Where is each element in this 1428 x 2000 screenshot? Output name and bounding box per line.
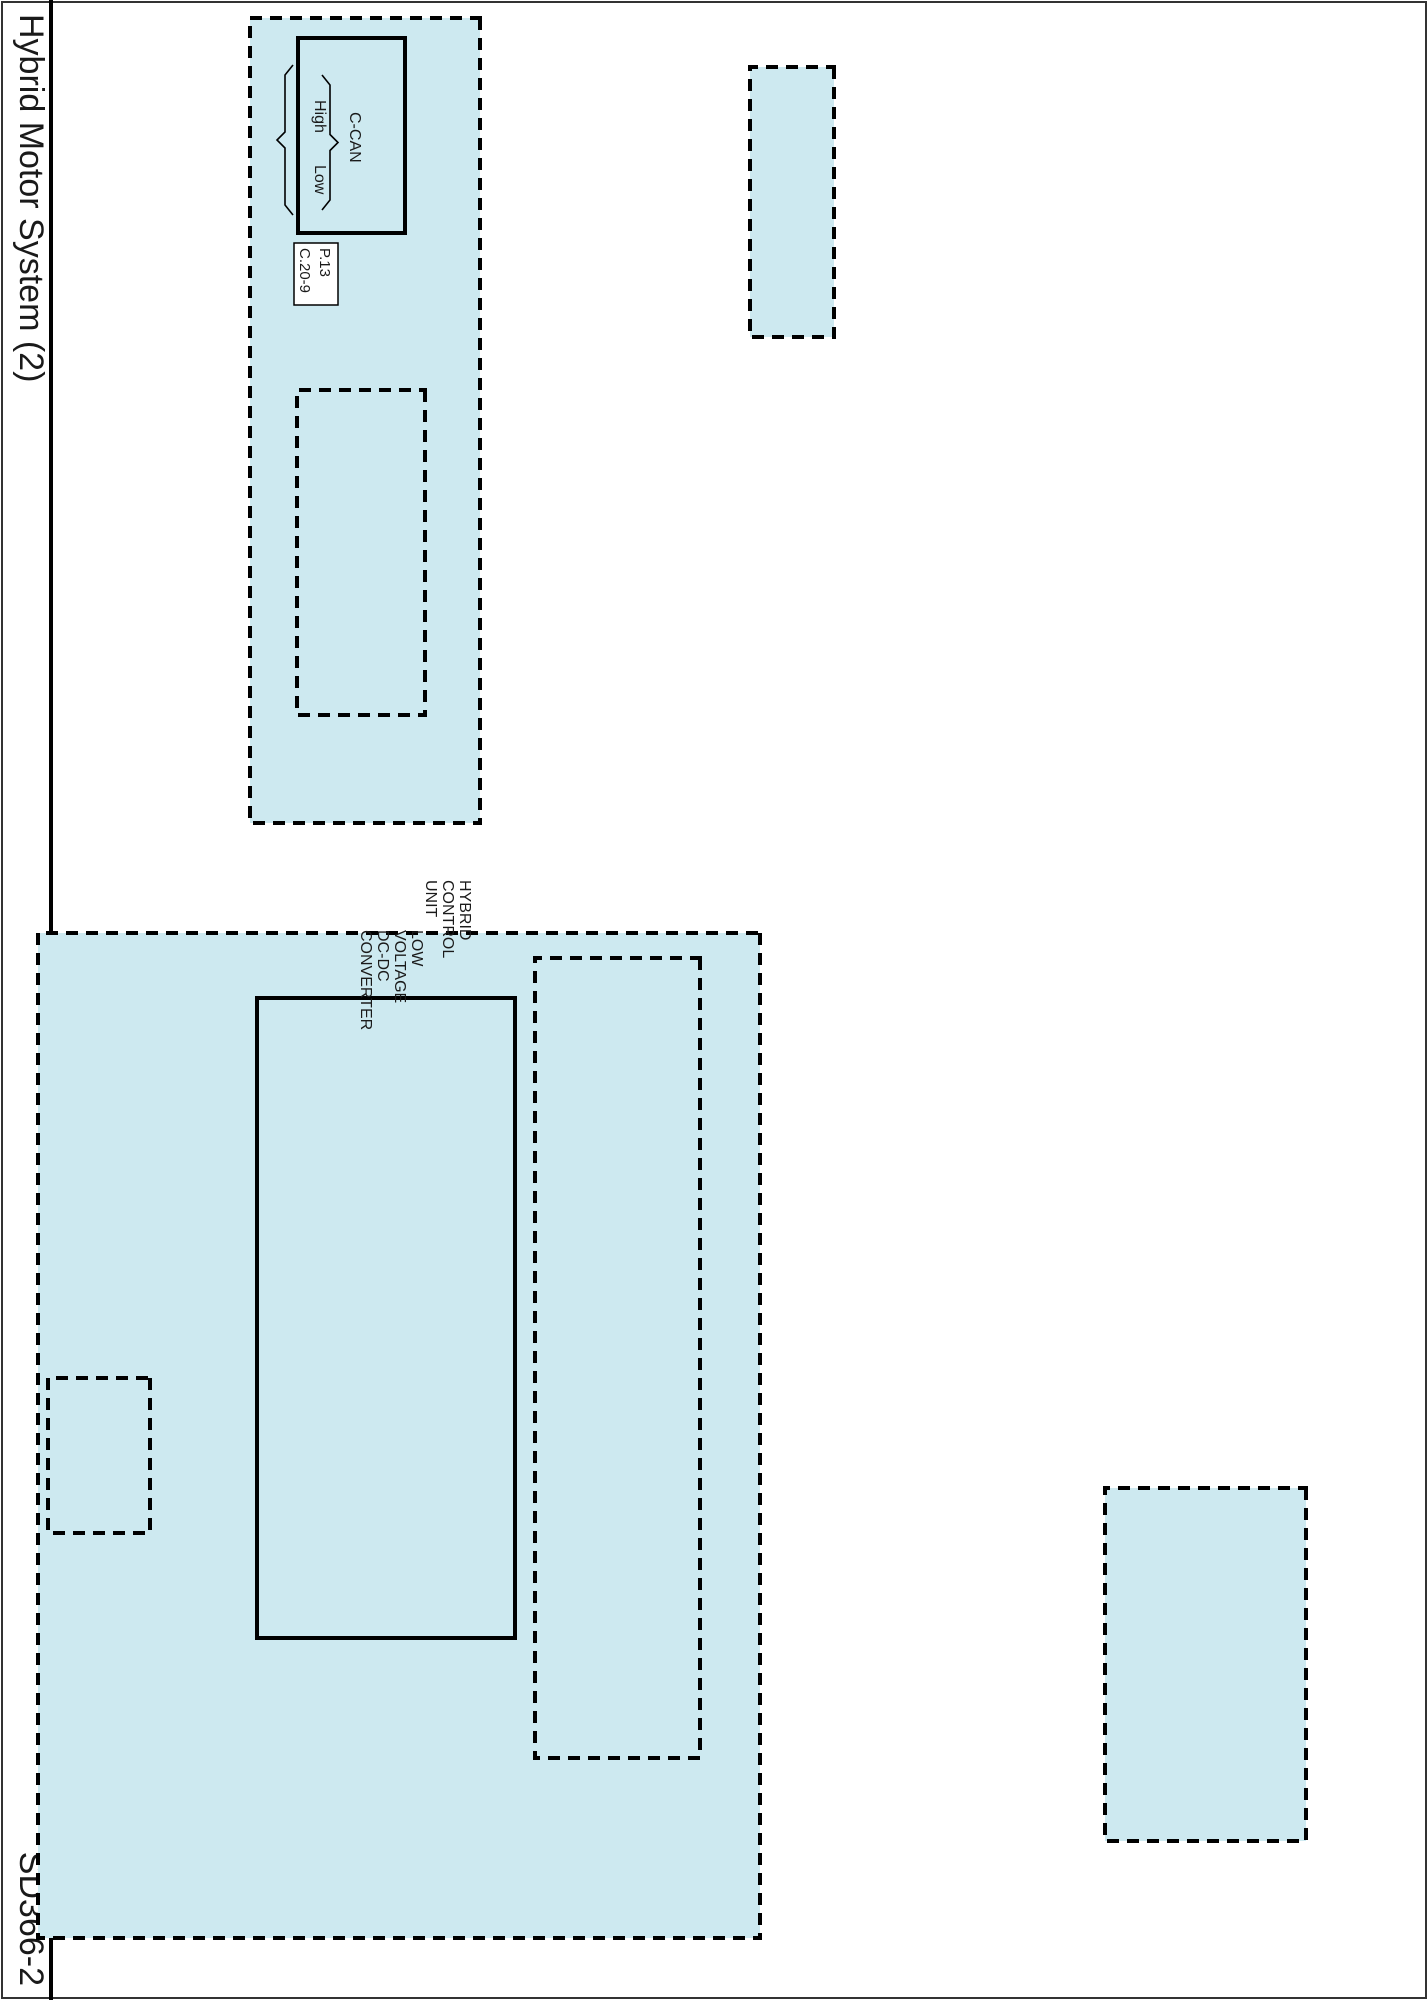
page-title: Hybrid Motor System (2)	[12, 14, 50, 382]
hybrid-control-unit-label: UNIT	[422, 880, 439, 918]
ldc-label: CONVERTER	[357, 930, 374, 1030]
ldc-label: DC-DC	[374, 930, 391, 982]
ldc-low-label: Low	[311, 165, 328, 195]
ip-junction-box-zone	[1103, 1486, 1308, 1843]
mcu-inner-zone	[295, 388, 427, 717]
ref-page: P.13	[316, 248, 333, 277]
ref-connector: C.20-9	[296, 248, 313, 293]
hybrid-control-unit-label: HYBRID	[456, 880, 473, 940]
ref-box-frame	[293, 242, 339, 306]
power-relay-box	[255, 996, 517, 1640]
main-battery-zone	[46, 1376, 152, 1535]
hybrid-control-unit-label: CONTROL	[439, 880, 456, 958]
bms-assembly-zone	[36, 931, 762, 1940]
ldc-ccan-label: C-CAN	[346, 112, 363, 163]
ldc-ccan-brace	[321, 74, 340, 211]
bms-control-module-zone	[533, 956, 702, 1760]
ldc-high-label: High	[311, 100, 328, 133]
ldc-label: VOLTAGE	[391, 930, 408, 1003]
ldc-ref-box: P.13C.20-9	[293, 242, 339, 306]
joint-connector-zone	[748, 65, 836, 339]
ldc-label: LOW	[408, 930, 425, 967]
ldc-box	[296, 36, 407, 235]
ldc-ground-brace	[275, 64, 294, 216]
